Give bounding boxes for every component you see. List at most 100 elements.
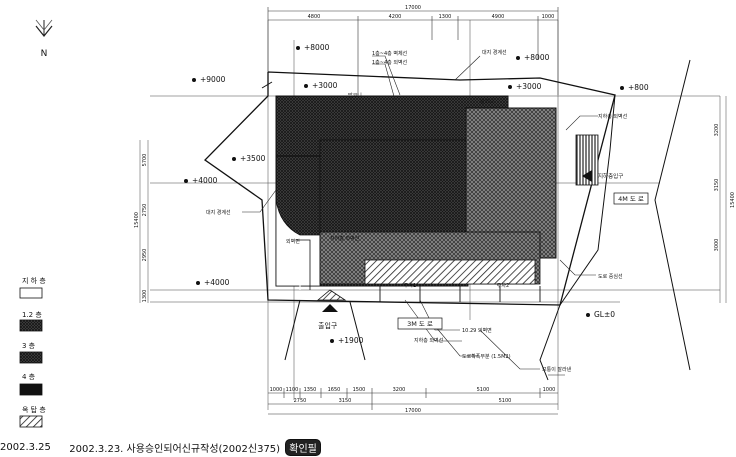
north-arrow-icon: N xyxy=(35,19,53,59)
level-1900: +1900 xyxy=(338,336,364,345)
dim-bottom-total: 17000 xyxy=(405,408,421,414)
dim-top-total: 17000 xyxy=(405,5,421,11)
dim-bottom-sub-2: 3150 xyxy=(339,398,352,404)
legend-swatch-floor4 xyxy=(19,383,43,396)
note-basement-line-mid: 지하층 외벽선 xyxy=(330,235,360,242)
footer-date-1: 2002.3.25 xyxy=(0,442,51,453)
dim-bottom-6: 3200 xyxy=(393,387,406,393)
dim-bottom-5: 1500 xyxy=(353,387,366,393)
legend-label-rooftop: 옥 탑 층 xyxy=(22,405,46,414)
note-parking-entrance: 지하층입구 xyxy=(598,172,623,180)
note-floor12: 1층~4층 외벽선 xyxy=(372,59,408,66)
building-footprint xyxy=(275,95,599,301)
legend-swatch-basement xyxy=(19,287,43,299)
note-boundary-line: 대지 경계선 xyxy=(482,49,507,56)
level-dot xyxy=(586,313,590,317)
svg-text:4M 도 로: 4M 도 로 xyxy=(618,195,644,203)
floor-legend: 지 하 층 1.2 층 3 층 4 층 옥 탑 층 xyxy=(19,276,46,428)
level-dot xyxy=(192,78,196,82)
level-3000-left: +3000 xyxy=(312,81,338,90)
level-marks: +8000 +8000 +3000 +3000 +9000 +800 +3500… xyxy=(184,43,649,345)
dim-left-3: 2950 xyxy=(142,249,148,262)
dim-top-5: 1000 xyxy=(542,14,555,20)
dim-bottom-2: 1100 xyxy=(286,387,299,393)
note-balcony-2: 발코니 xyxy=(480,98,494,105)
legend-label-basement: 지 하 층 xyxy=(22,276,46,285)
road-lines xyxy=(284,59,691,381)
dim-left-2: 2750 xyxy=(142,204,148,217)
note-measure-line: 지하층 외벽선 xyxy=(414,337,444,344)
north-label: N xyxy=(41,49,48,59)
bottom-dimension-chain xyxy=(268,388,558,415)
level-dot xyxy=(232,157,236,161)
entrance-arrow-icon xyxy=(322,304,338,312)
level-800: +800 xyxy=(628,83,649,92)
dim-right-2: 3150 xyxy=(714,179,720,192)
level-4000-bottom: +4000 xyxy=(204,278,230,287)
level-dot xyxy=(184,179,188,183)
dim-bottom-sub-3: 5100 xyxy=(499,398,512,404)
legend-label-floor4: 4 층 xyxy=(22,372,36,381)
dim-bottom-7: 5100 xyxy=(477,387,490,393)
level-dot xyxy=(196,281,200,285)
annotations: 1층~4층 벽체선 1층~4층 외벽선 대지 경계선 지하층 외벽선 지하층입구… xyxy=(206,49,628,373)
level-gl: GL±0 xyxy=(594,310,615,319)
dim-right-1: 3200 xyxy=(714,124,720,137)
note-road-widen: 도로확폭부분 (1.5M2) xyxy=(462,353,511,360)
level-9000: +9000 xyxy=(200,75,226,84)
svg-text:출입구: 출입구 xyxy=(318,321,338,330)
dim-top-4: 4900 xyxy=(492,14,505,20)
road-label-4m: 4M 도 로 xyxy=(613,192,649,205)
parking-label-2: 주차2 xyxy=(497,282,509,289)
note-area-small: 10.29 외벽면 xyxy=(462,327,492,334)
parking-label-1: 주차1 xyxy=(404,282,416,289)
dim-bottom-sub-1: 2750 xyxy=(294,398,307,404)
site-boundary xyxy=(203,71,616,306)
note-road-center: 도로 중심선 xyxy=(598,273,623,280)
legend-label-floor3: 3 층 xyxy=(22,341,36,350)
dim-bottom-4: 1650 xyxy=(328,387,341,393)
road-label-3m: 3M 도 로 xyxy=(397,317,443,330)
note-setback-line: 대지 경계선 xyxy=(206,209,231,216)
legend-swatch-rooftop xyxy=(19,415,43,428)
dim-right-3: 3000 xyxy=(714,239,720,252)
dim-bottom-1: 1000 xyxy=(270,387,283,393)
note-label-mid1: 외벽면 xyxy=(286,238,300,245)
level-dot xyxy=(304,84,308,88)
dim-left-4: 1300 xyxy=(142,290,148,303)
level-dot xyxy=(330,339,334,343)
note-floor-lines: 1층~4층 벽체선 xyxy=(372,50,408,57)
dim-left-1: 5700 xyxy=(142,154,148,167)
level-dot xyxy=(508,85,512,89)
level-dot xyxy=(620,86,624,90)
level-8000-top: +8000 xyxy=(304,43,330,52)
left-dimension-chain: 5700 2750 2950 1300 15400 xyxy=(134,154,148,303)
note-basement-line-right: 지하층 외벽선 xyxy=(598,113,628,120)
legend-swatch-floor12 xyxy=(19,319,43,332)
dim-right-total: 15400 xyxy=(730,192,736,208)
legend-label-floor12: 1.2 층 xyxy=(22,310,42,319)
level-3500: +3500 xyxy=(240,154,266,163)
leader-lines xyxy=(242,55,598,376)
footer-record: 2002.3.25 2002.3.23. 사용승인되어신규작성(2002신375… xyxy=(0,439,736,456)
svg-text:3M 도 로: 3M 도 로 xyxy=(407,320,433,328)
entrance-label: 출입구 xyxy=(318,321,338,330)
level-4000-left: +4000 xyxy=(192,176,218,185)
dim-top-3: 1300 xyxy=(439,14,452,20)
footer-date-2: 2002.3.23. 사용승인되어신규작성(2002신375) xyxy=(69,444,281,455)
dim-top-1: 4800 xyxy=(308,14,321,20)
legend-swatch-floor3 xyxy=(19,351,43,364)
level-dot xyxy=(296,46,300,50)
note-corner-cut: 모퉁이 잘라낸 xyxy=(542,366,572,373)
note-balcony-1: 발코니 xyxy=(348,92,362,99)
parking-dividers xyxy=(379,286,541,302)
right-dimension-chain: 3200 3150 3000 15400 xyxy=(714,124,736,252)
approval-stamp: 확인필 xyxy=(285,439,321,456)
parking-arrow-icon xyxy=(582,170,592,182)
dim-bottom-3: 1350 xyxy=(304,387,317,393)
dim-top-2: 4200 xyxy=(389,14,402,20)
level-dot xyxy=(516,56,520,60)
dim-bottom-8: 1000 xyxy=(543,387,556,393)
level-8000-right: +8000 xyxy=(524,53,550,62)
